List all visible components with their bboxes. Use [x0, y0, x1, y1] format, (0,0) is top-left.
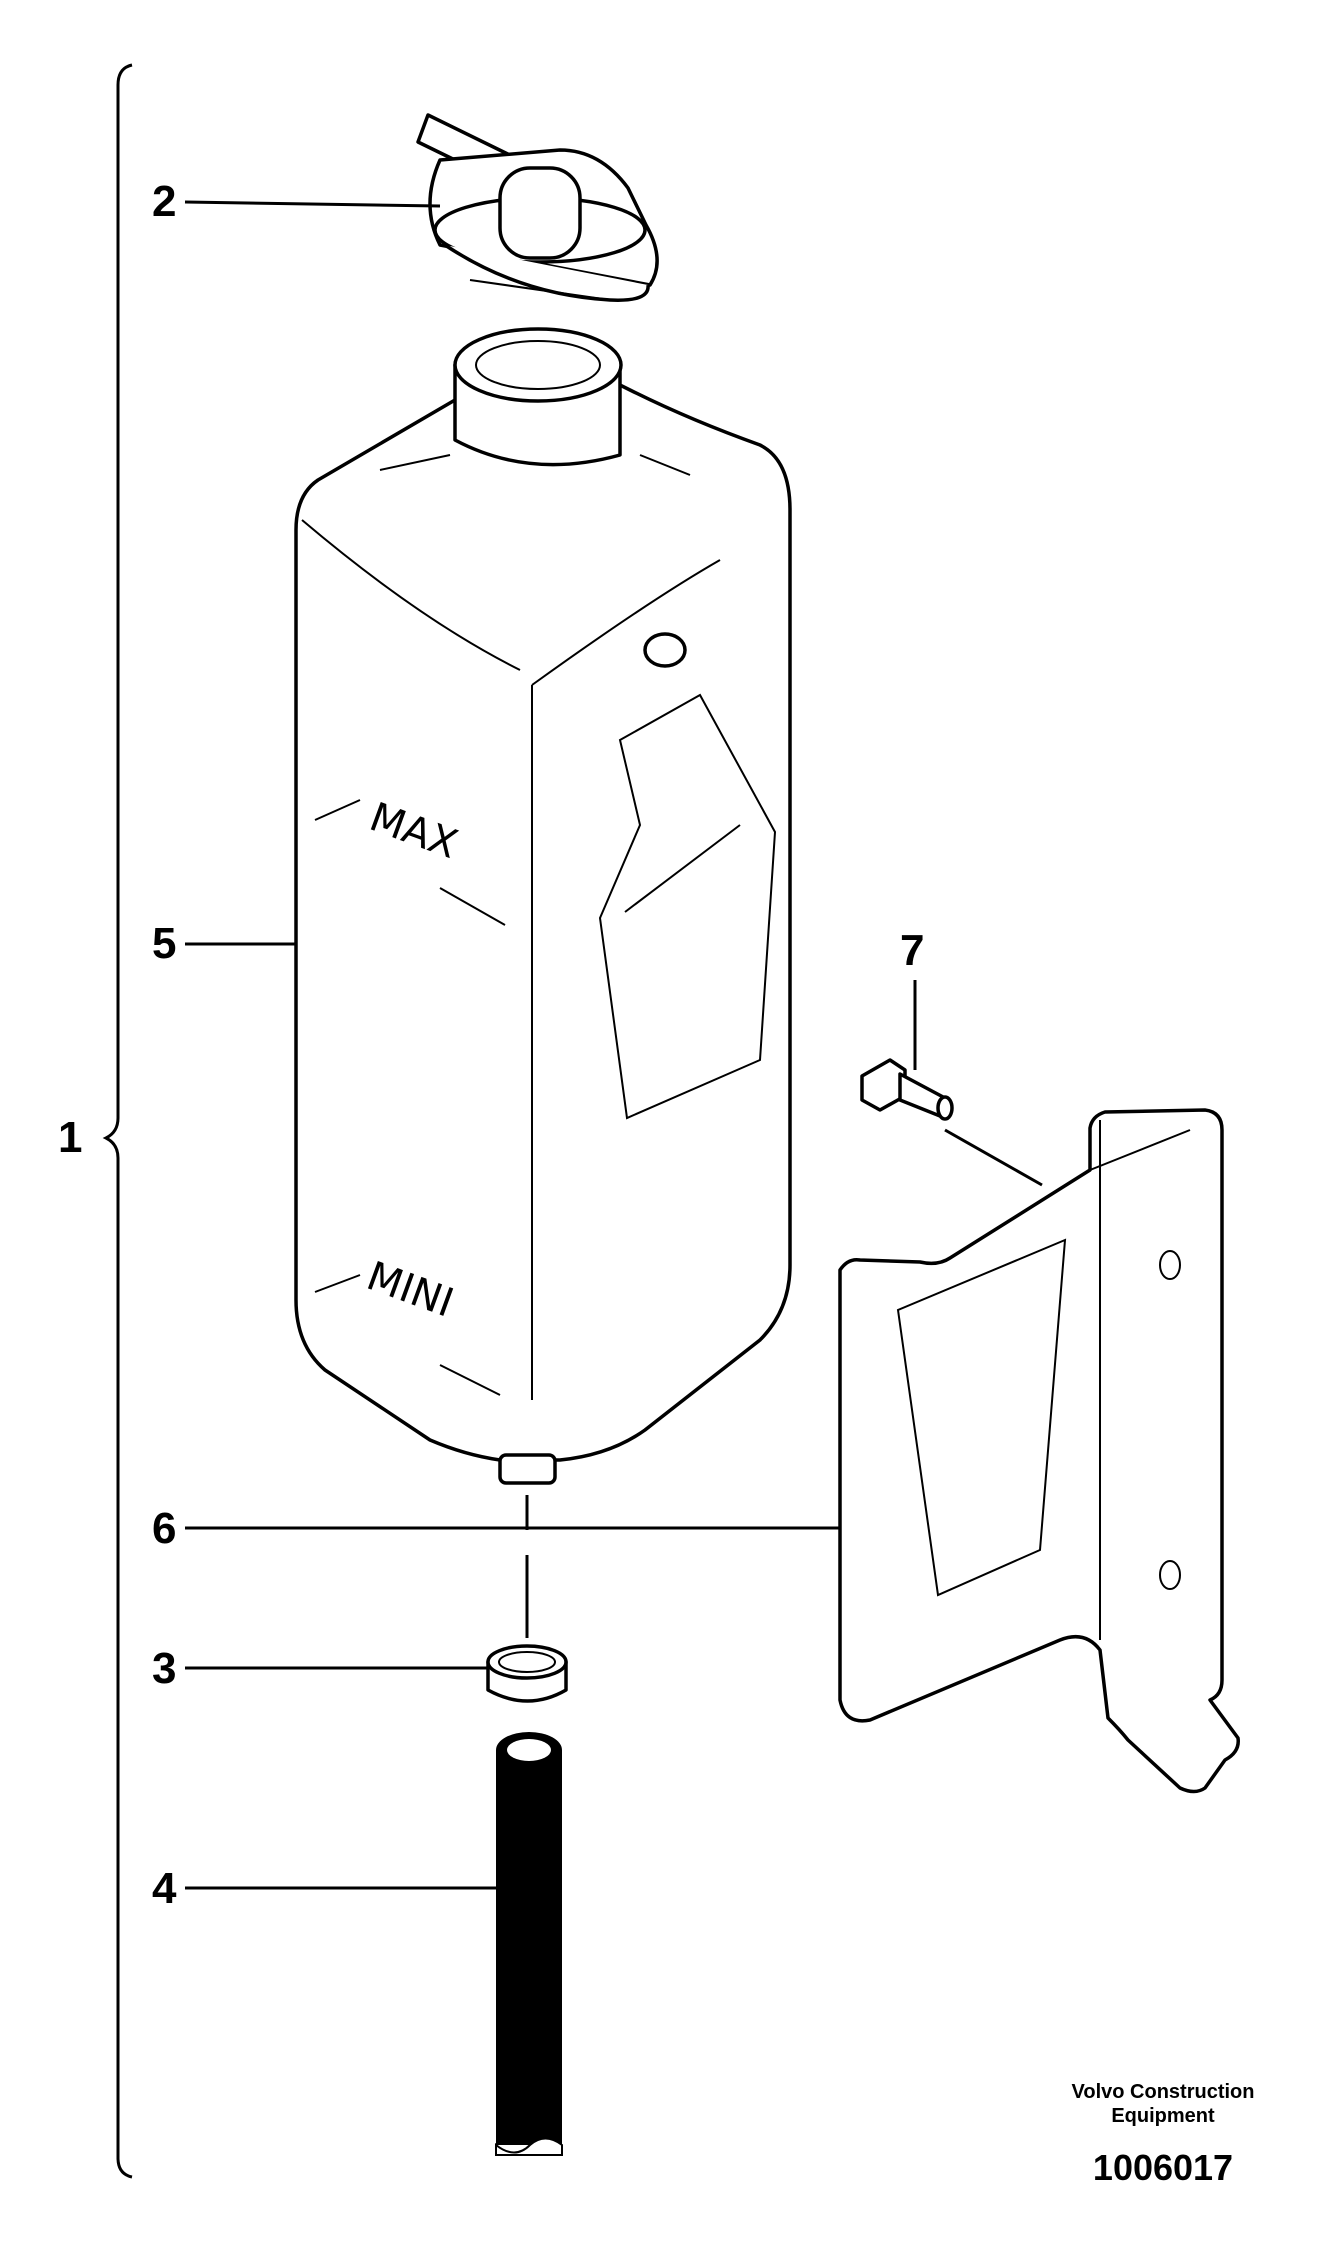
callout-1: 1	[58, 1113, 82, 1162]
leader-line-2	[184, 200, 441, 208]
assembly-axis-bolt	[944, 1128, 1043, 1187]
callout-4: 4	[152, 1864, 177, 1913]
callout-5: 5	[152, 919, 176, 968]
reference-number: 1006017	[1093, 2147, 1233, 2188]
credit-line-1: Volvo Construction	[1072, 2081, 1255, 2103]
seal-part	[486, 1644, 568, 1703]
callout-2: 2	[152, 177, 176, 226]
assembly-brace	[102, 63, 133, 2179]
bolt-part	[860, 1058, 954, 1121]
cap-part	[416, 113, 659, 302]
bracket-part	[838, 1108, 1240, 1794]
credit-line-2: Equipment	[1111, 2105, 1215, 2127]
tank-part	[294, 327, 792, 1485]
hose-part	[495, 1732, 563, 2156]
callout-3: 3	[152, 1644, 176, 1693]
callout-7: 7	[900, 926, 924, 975]
callout-6: 6	[152, 1504, 176, 1553]
